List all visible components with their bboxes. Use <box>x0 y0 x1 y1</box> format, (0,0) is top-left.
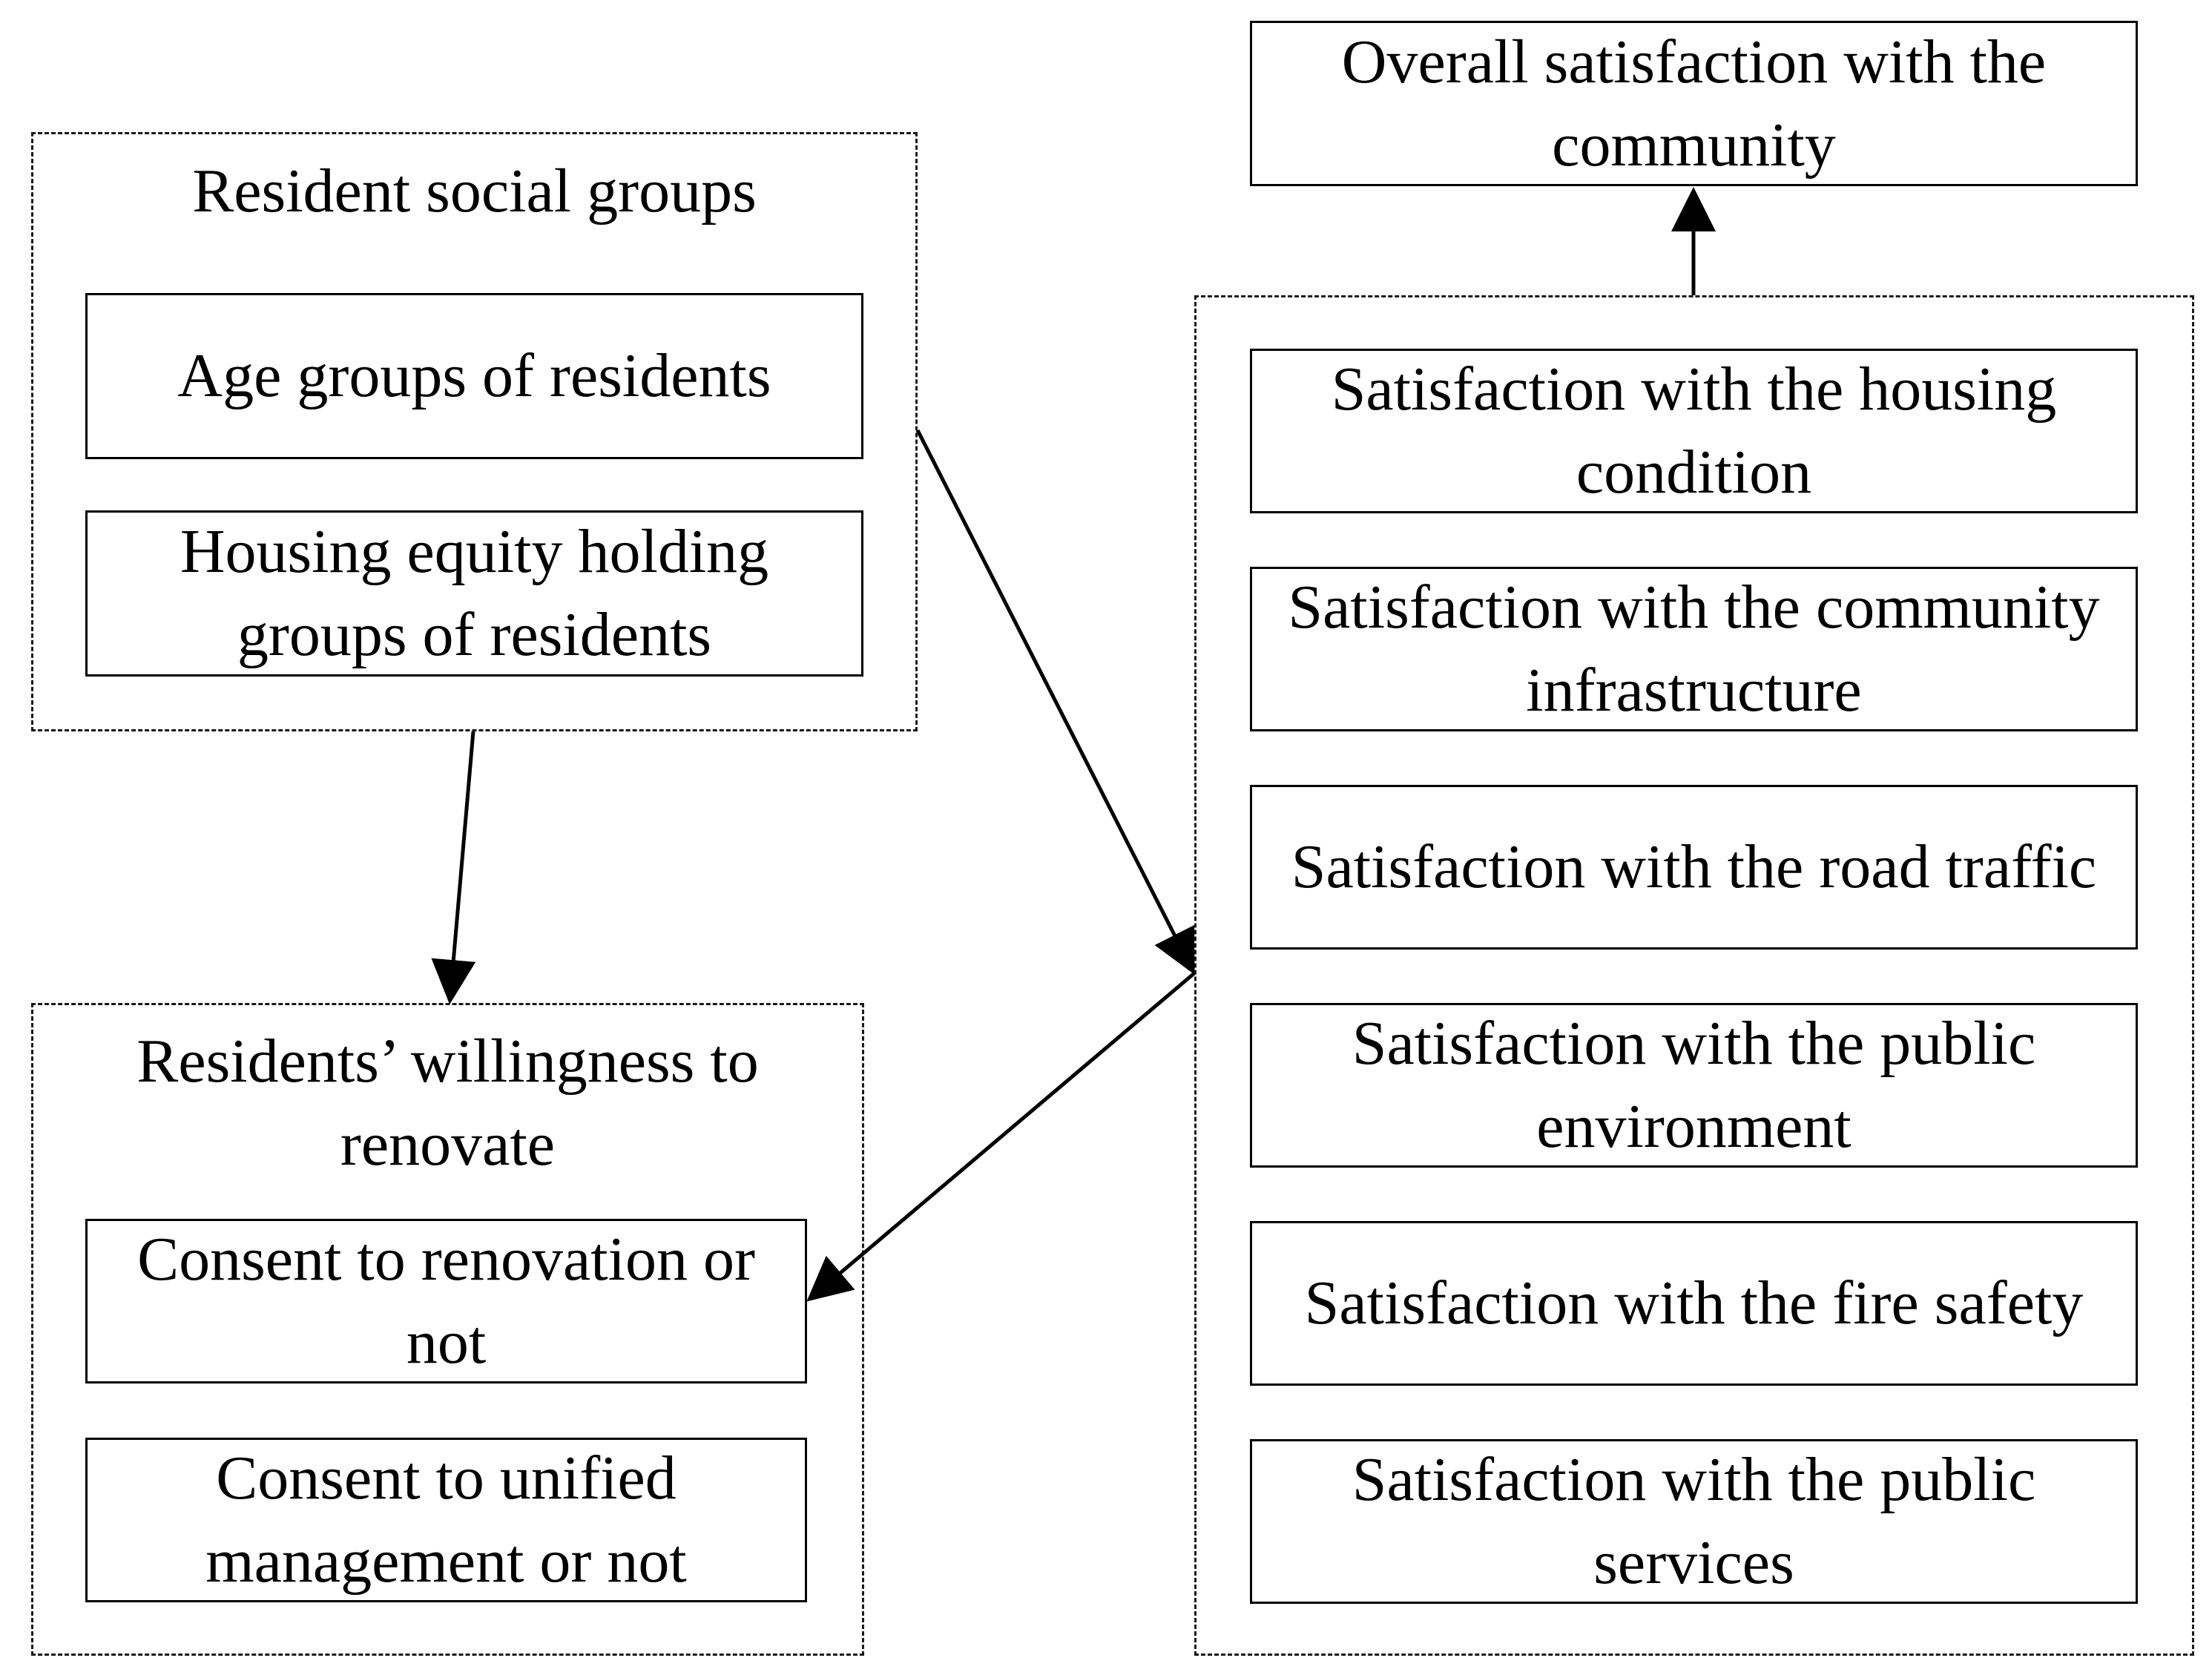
willingness-title: Residents’ willingness to renovate <box>136 1027 759 1179</box>
satisfaction-services-box: Satisfaction with the public services <box>1250 1439 2138 1604</box>
housing-equity-box: Housing equity holding groups of residen… <box>85 510 863 677</box>
satisfaction-group <box>1194 295 2194 1656</box>
overall-satisfaction-box: Overall satisfaction with the community <box>1250 21 2138 186</box>
satisfaction-infrastructure-box: Satisfaction with the community infrastr… <box>1250 567 2138 731</box>
consent-renovation-box: Consent to renovation or not <box>85 1219 807 1383</box>
satisfaction-environment-box: Satisfaction with the public environment <box>1250 1003 2138 1168</box>
social-groups-title: Resident social groups <box>192 157 757 226</box>
age-groups-box: Age groups of residents <box>85 293 863 459</box>
satisfaction-fire-box: Satisfaction with the fire safety <box>1250 1221 2138 1386</box>
arrow-social-to-willingness <box>431 731 476 1004</box>
satisfaction-housing-box: Satisfaction with the housing condition <box>1250 349 2138 513</box>
arrow-social-to-satisfaction <box>915 429 1195 975</box>
satisfaction-road-box: Satisfaction with the road traffic <box>1250 785 2138 950</box>
consent-management-box: Consent to unified management or not <box>85 1438 807 1602</box>
arrow-satisfaction-to-willingness <box>806 972 1196 1302</box>
